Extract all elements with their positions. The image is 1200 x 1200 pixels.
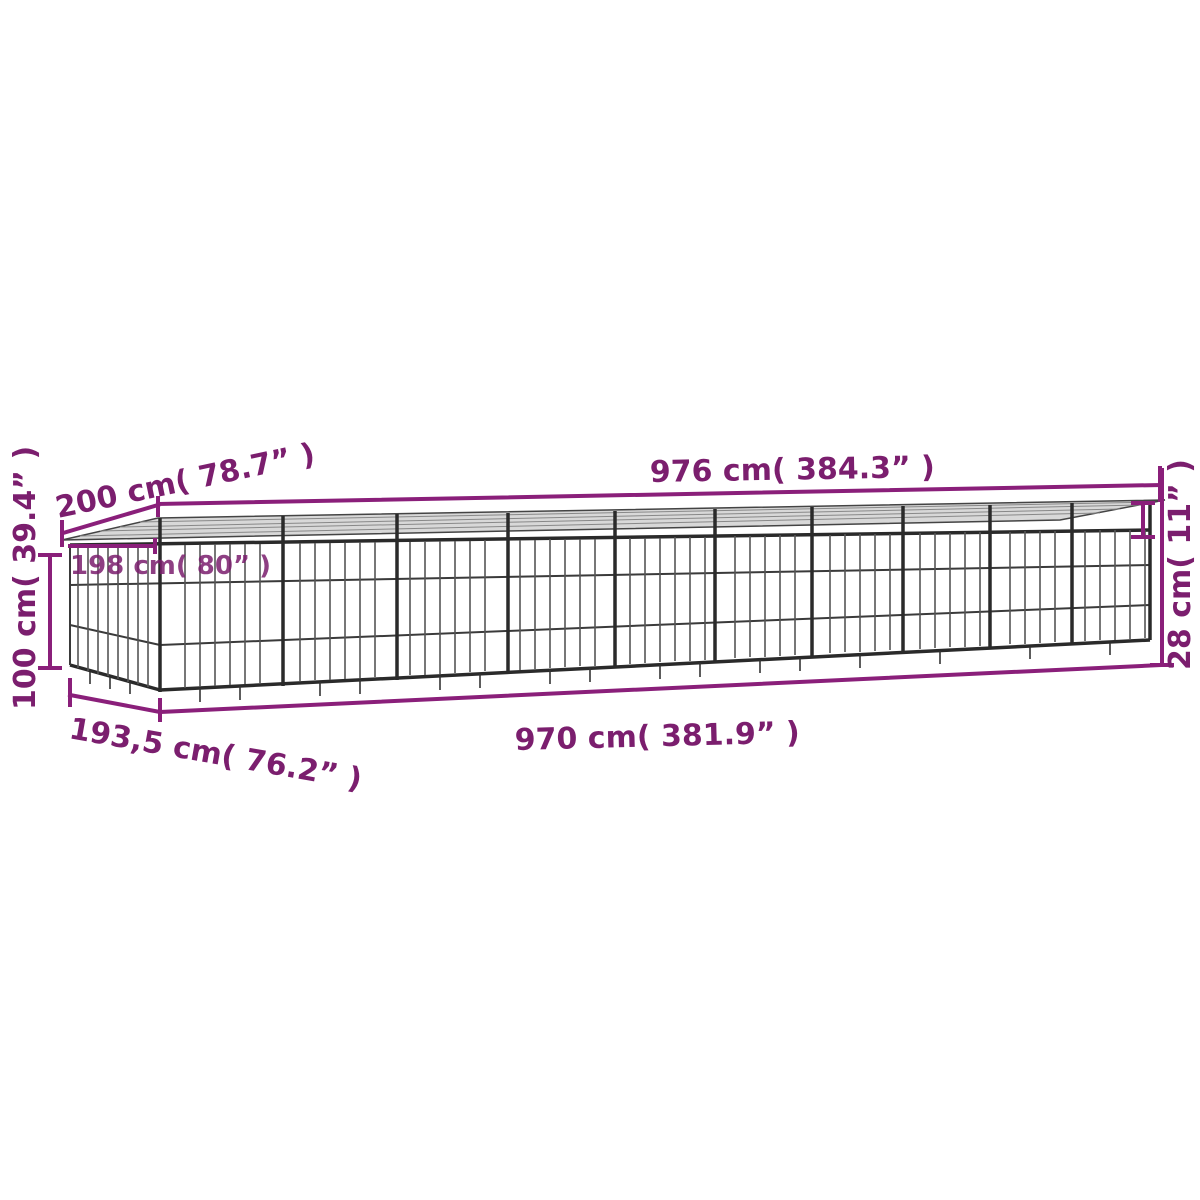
- label-roof-depth: 200 cm( 78.7” ): [52, 437, 318, 526]
- left-bottom-rail: [69, 663, 161, 692]
- roof-depth-line: [60, 502, 161, 536]
- base-length-line: [157, 662, 1165, 715]
- roof-posts: [158, 502, 1152, 692]
- front-bottom-rail: [159, 638, 1151, 692]
- roof-length-line: [155, 482, 1163, 507]
- dimension-labels: 200 cm( 78.7” ) 976 cm( 384.3” ) 198 cm(…: [8, 437, 1198, 798]
- kennel-illustration: [61, 499, 1166, 702]
- label-height: 100 cm( 39.4” ): [8, 446, 43, 710]
- base-depth-line: [67, 692, 163, 715]
- roof-slats: [79, 501, 1156, 537]
- dimension-lines: [38, 466, 1174, 722]
- cage-bars: [77, 530, 1146, 688]
- label-roof-gap: 28 cm( 11” ): [1163, 459, 1198, 670]
- label-inner-depth: 198 cm( 80” ): [70, 551, 271, 581]
- label-base-length: 970 cm( 381.9” ): [514, 716, 800, 758]
- top-rail: [69, 528, 1151, 547]
- label-base-depth: 193,5 cm( 76.2” ): [67, 711, 365, 797]
- ground-spikes: [89, 643, 1111, 702]
- label-roof-length: 976 cm( 384.3” ): [650, 450, 936, 490]
